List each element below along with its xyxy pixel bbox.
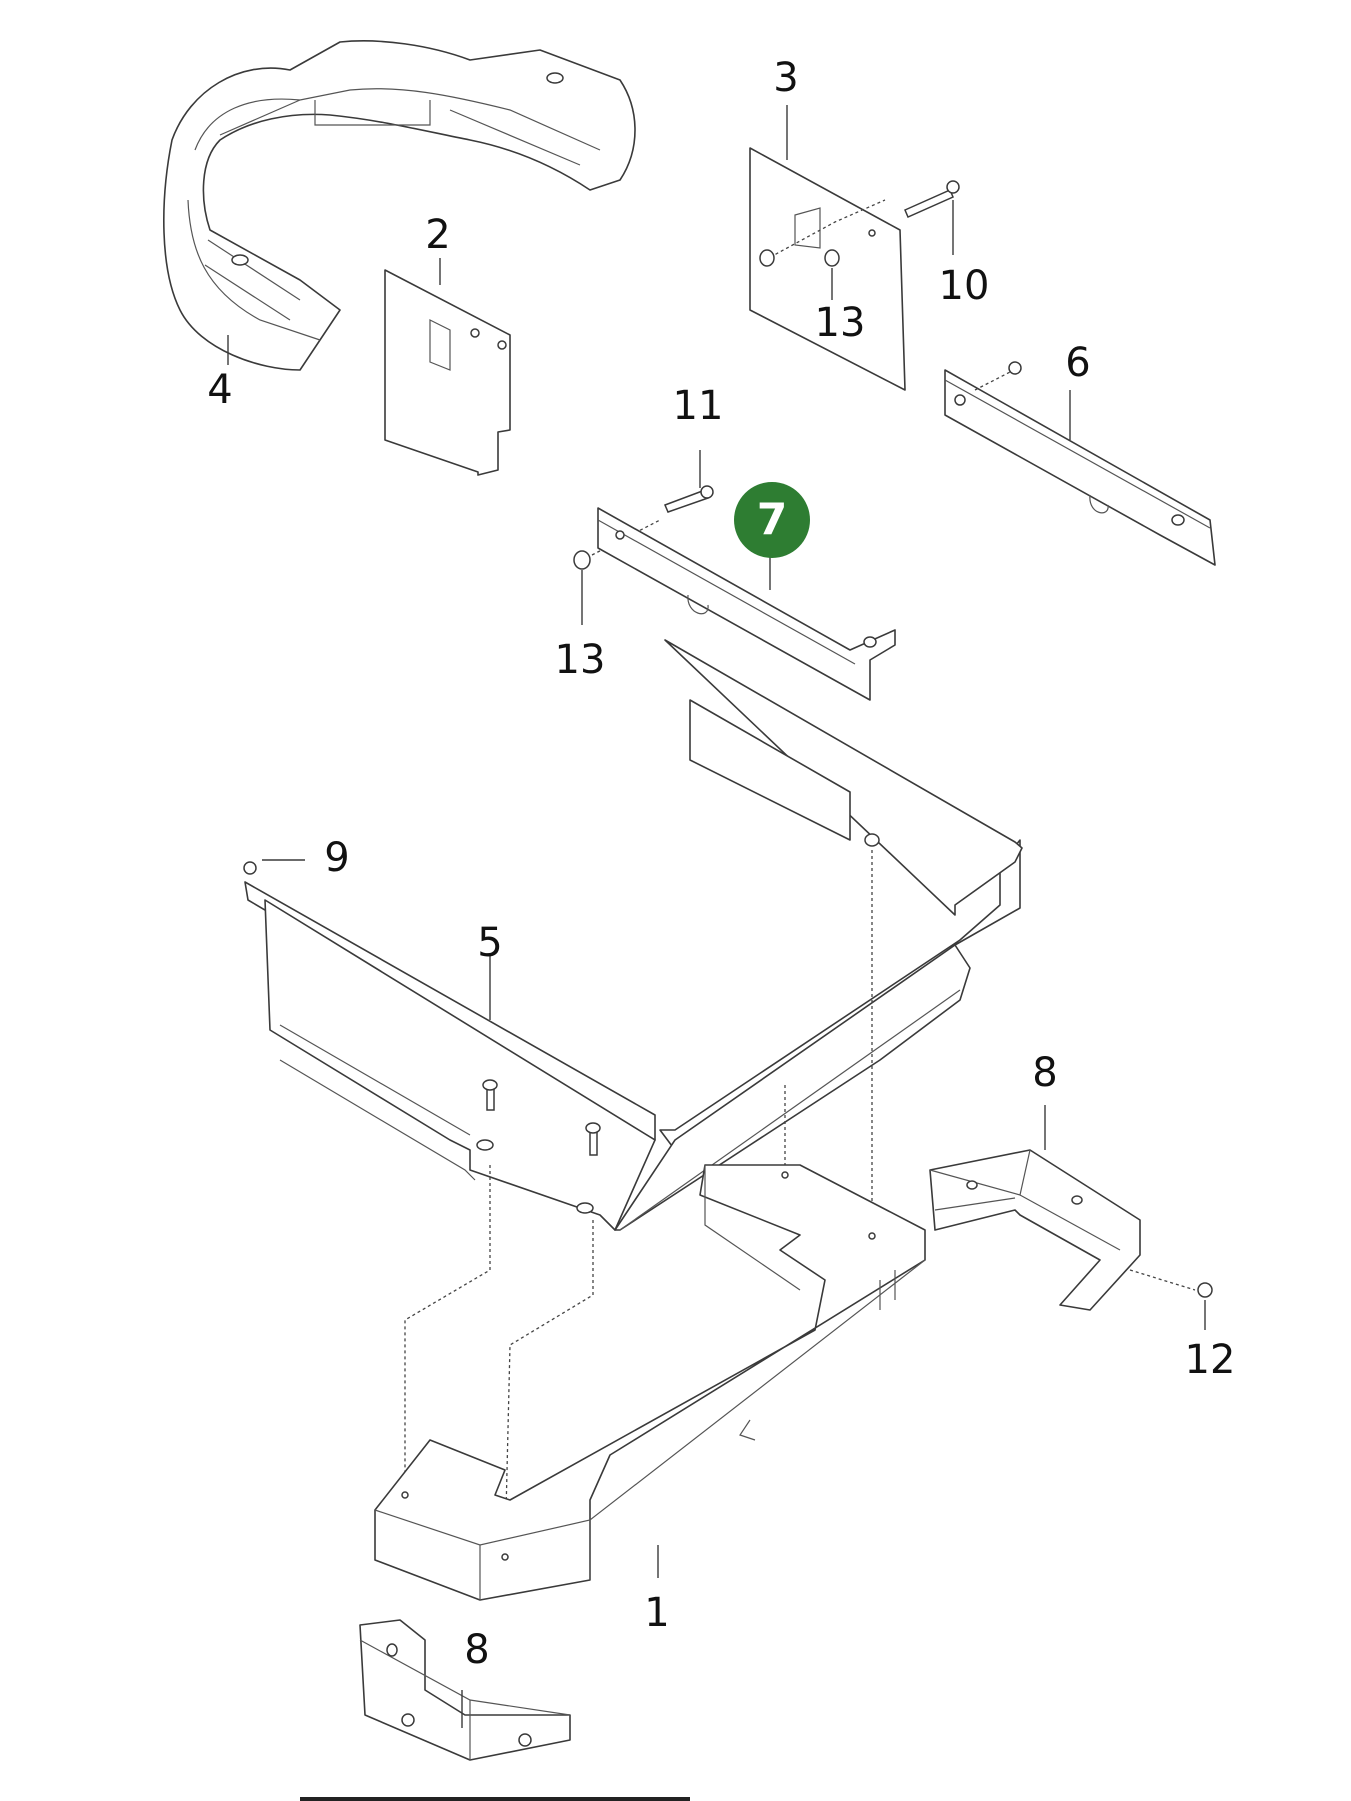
callout-8-lower: 8 [464, 1627, 489, 1673]
assembly-lines [404, 850, 873, 1556]
callout-12: 12 [1185, 1337, 1236, 1383]
callout-10: 10 [939, 263, 990, 309]
part-9-nut [243, 861, 257, 875]
part-10-bolt [904, 180, 960, 218]
callout-7-highlight[interactable]: 7 [734, 482, 810, 558]
callout-1: 1 [644, 1590, 669, 1636]
part-7-bar [597, 507, 896, 701]
part-3-plate [749, 147, 906, 391]
callout-9: 9 [324, 835, 349, 881]
callout-6: 6 [1065, 340, 1090, 386]
part-12-bolt [1197, 1282, 1213, 1298]
callout-8-upper: 8 [1032, 1050, 1057, 1096]
callout-7: 7 [757, 495, 788, 546]
bottom-rule [300, 1797, 690, 1801]
part-8-bracket-upper [929, 1149, 1196, 1311]
callout-3: 3 [773, 55, 798, 101]
part-1-base [374, 1164, 926, 1601]
callout-2: 2 [425, 212, 450, 258]
part-5-tray [244, 639, 1023, 1231]
part-11-bolt [664, 485, 714, 513]
callout-5: 5 [477, 920, 502, 966]
callout-4: 4 [207, 367, 232, 413]
callout-11: 11 [673, 383, 724, 429]
highlight-circle [734, 482, 810, 558]
part-2-plate [384, 269, 511, 476]
part-6-angle-bar [944, 361, 1216, 566]
callout-13-upper: 13 [815, 300, 866, 346]
part-4-bracket [163, 40, 636, 371]
callout-13-lower: 13 [555, 637, 606, 683]
part-8-bracket-lower [359, 1619, 571, 1761]
